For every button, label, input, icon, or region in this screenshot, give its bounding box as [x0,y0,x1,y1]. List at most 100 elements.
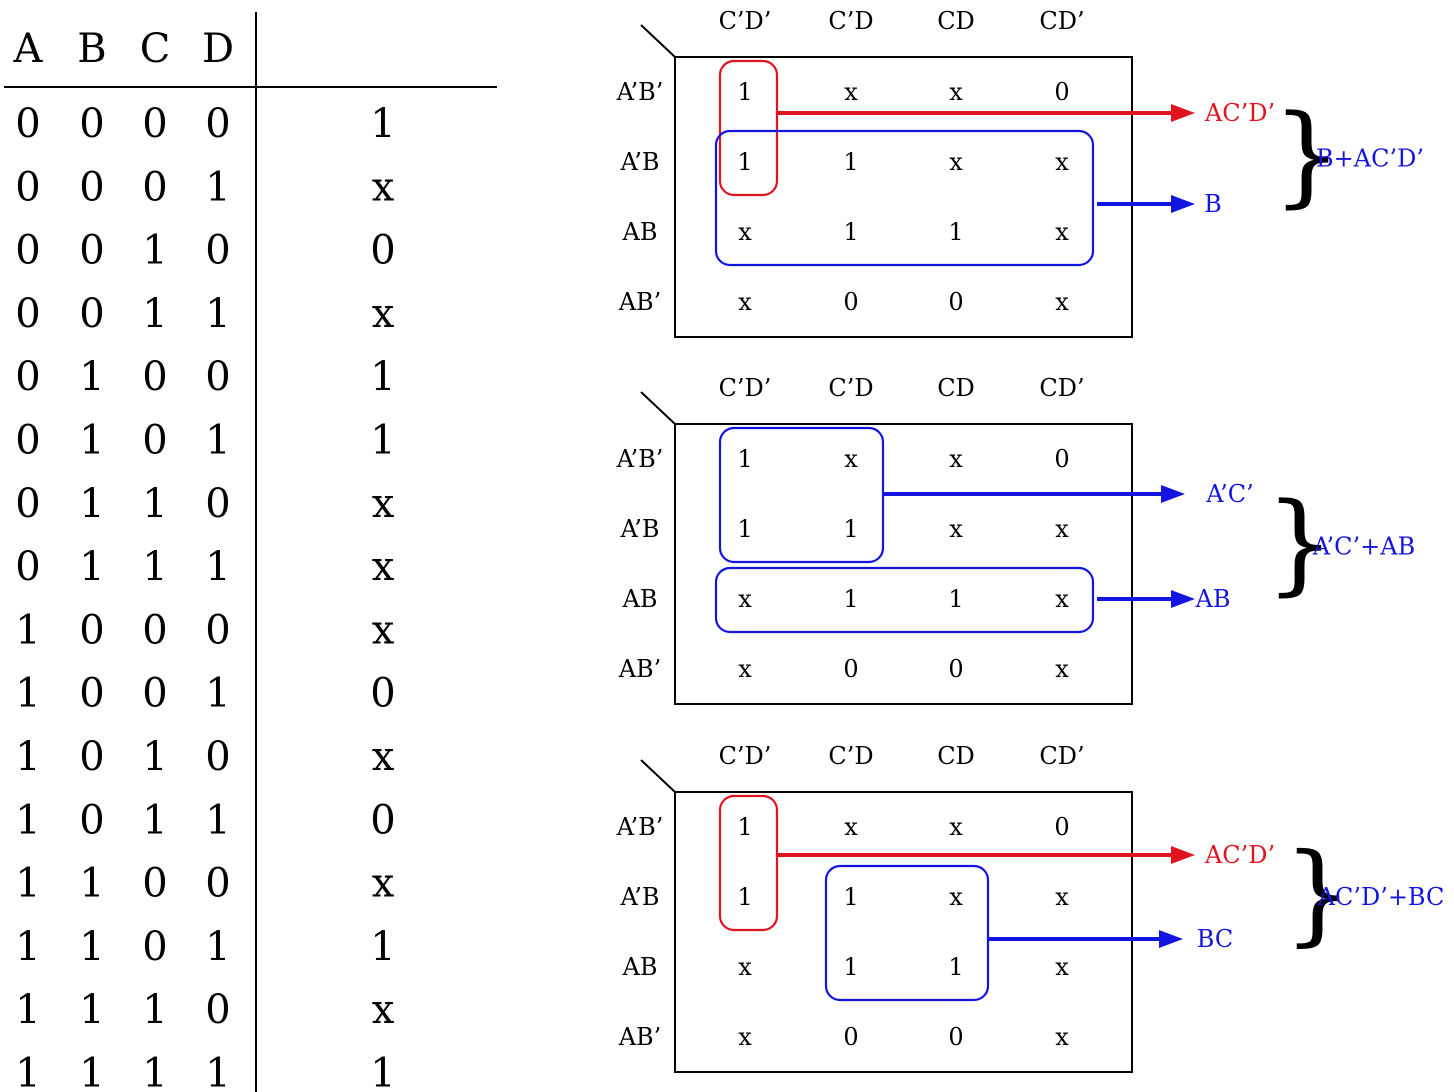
input-cell: 1 [79,861,104,907]
group-loop-2 [714,566,1095,634]
kmap-column-label: CD [937,374,975,402]
kmap-frame [674,56,1133,338]
kmap-cell: 0 [1054,813,1069,841]
kmap-column-label: C’D [828,374,873,402]
input-cell: 1 [205,418,230,464]
kmap-cell: 1 [843,148,858,176]
input-cell: 1 [79,924,104,970]
kmap-cell: 1 [737,78,752,106]
input-cell: 0 [205,861,230,907]
input-cell: 1 [79,481,104,527]
output-cell: 1 [370,924,395,970]
input-cell: 1 [142,291,167,337]
kmap-row-label: A’B [619,883,659,911]
arrow-head-icon [1161,485,1185,503]
output-cell: x [372,987,395,1033]
output-cell: x [372,861,395,907]
kmap-column-label: C’D [828,742,873,770]
input-cell: 1 [79,987,104,1033]
input-cell: 1 [15,671,40,717]
input-cell: 0 [142,354,167,400]
kmap-row-label: AB’ [618,1023,662,1051]
arrow-head-icon [1159,930,1183,948]
output-cell: x [372,734,395,780]
input-cell: 0 [205,228,230,274]
kmap-column-label: CD [937,7,975,35]
input-cell: 0 [205,987,230,1033]
arrow-head-icon [1171,846,1195,864]
input-cell: 1 [79,544,104,590]
kmap-cell: 1 [737,445,752,473]
input-cell: 0 [15,354,40,400]
kmap-cell: x [1055,148,1069,176]
input-cell: 1 [79,418,104,464]
input-cell: 1 [205,1051,230,1092]
group-term-label: AC’D’ [1204,841,1275,869]
kmap-cell: 1 [948,953,963,981]
kmap-cell: x [738,953,752,981]
kmap-column-label: CD [937,742,975,770]
kmap-column-label: CD’ [1039,742,1084,770]
kmap-cell: x [1055,1023,1069,1051]
kmap-cell: x [844,813,858,841]
kmap-cell: 1 [843,585,858,613]
kmap-cell: 1 [843,883,858,911]
kmap-row-label: A’B’ [616,813,664,841]
input-cell: 1 [142,797,167,843]
input-cell: 0 [142,861,167,907]
arrow-head-icon [1171,104,1195,122]
output-cell: 1 [370,354,395,400]
kmap-cell: 1 [737,813,752,841]
kmap-column-label: CD’ [1039,7,1084,35]
input-cell: 0 [142,164,167,210]
input-cell: 0 [142,607,167,653]
output-cell: 1 [370,101,395,147]
kmap-cell: x [949,148,963,176]
input-cell: 1 [142,734,167,780]
input-cell: 0 [79,101,104,147]
arrow-head-icon [1171,195,1195,213]
input-cell: 1 [79,1051,104,1092]
kmap-cell: 0 [843,288,858,316]
input-cell: 0 [15,418,40,464]
input-cell: 0 [79,797,104,843]
kmap-cell: x [1055,655,1069,683]
kmap-cell: x [738,218,752,246]
kmap-cell: 1 [843,218,858,246]
kmap-cell: 1 [737,148,752,176]
kmap-frame [674,791,1133,1073]
input-cell: 1 [15,797,40,843]
column-header-B: B [77,26,106,72]
group-loop-1 [718,794,779,932]
simplified-expression: B+AC’D’ [1316,145,1424,173]
input-cell: 1 [205,924,230,970]
group-term-label: B [1204,190,1222,218]
kmap-cell: 1 [843,515,858,543]
column-header-D: D [202,26,234,72]
kmap-row-label: AB [622,953,658,981]
kmap-cell: x [1055,218,1069,246]
kmap-cell: 0 [843,1023,858,1051]
kmap-cell: 0 [948,1023,963,1051]
kmap-row-label: A’B’ [616,445,664,473]
input-cell: 1 [142,987,167,1033]
input-cell: 1 [205,671,230,717]
output-cell: 1 [370,1051,395,1092]
input-cell: 0 [79,164,104,210]
simplified-expression: A’C’+AB [1312,533,1416,561]
input-cell: 0 [15,228,40,274]
kmap-corner-diagonal [640,391,676,425]
input-cell: 1 [15,924,40,970]
input-cell: 0 [205,607,230,653]
